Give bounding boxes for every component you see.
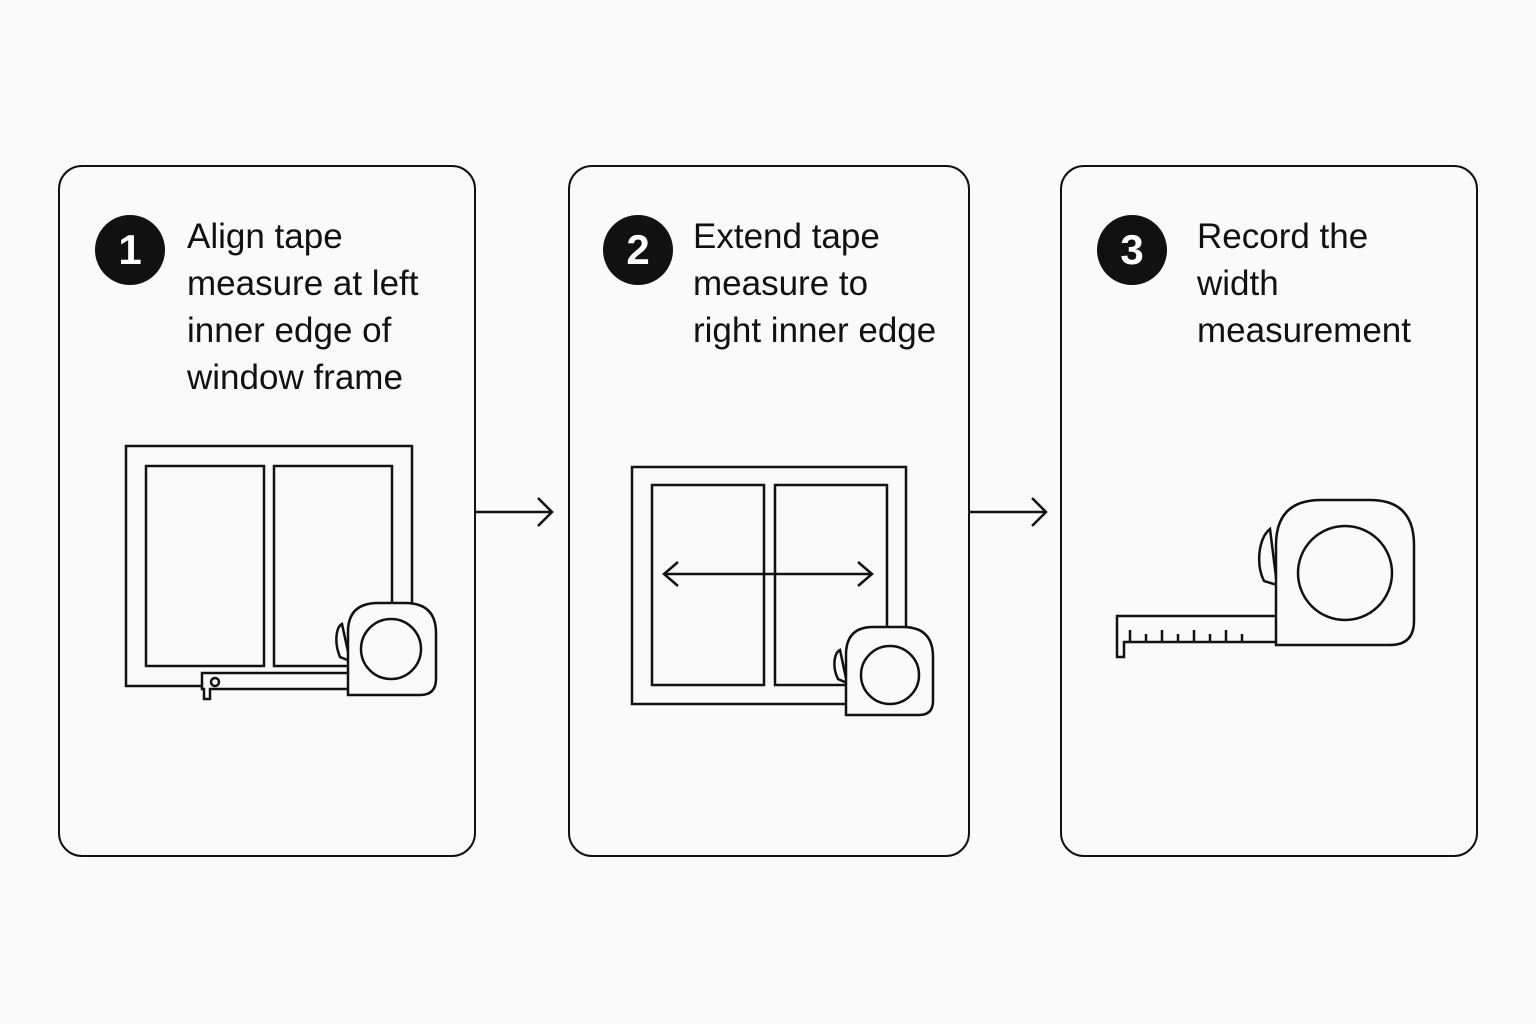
- step-number-badge: 3: [1097, 215, 1167, 285]
- step-3-panel: 3 Record the width measurement: [1060, 165, 1478, 857]
- step-instruction: Align tape measure at left inner edge of…: [187, 217, 419, 397]
- window-icon: [630, 465, 908, 706]
- tape-measure-icon: [833, 625, 935, 717]
- step-2-illustration: [630, 465, 935, 717]
- tape-measure-icon: [200, 601, 438, 701]
- step-1-panel: 1 Align tape measure at left inner edge …: [58, 165, 476, 857]
- step-3-illustration: [1115, 498, 1416, 659]
- arrow-right-icon: [970, 497, 1048, 527]
- double-arrow-icon: [662, 561, 874, 587]
- tape-measure-icon: [1115, 498, 1416, 659]
- step-instruction: Extend tape measure to right inner edge: [693, 217, 937, 350]
- step-number-badge: 1: [95, 215, 165, 285]
- step-2-panel: 2 Extend tape measure to right inner edg…: [568, 165, 970, 857]
- arrow-right-icon: [476, 497, 554, 527]
- step-1-illustration: [124, 444, 438, 701]
- step-instruction: Record the width measurement: [1197, 217, 1411, 350]
- step-number-badge: 2: [603, 215, 673, 285]
